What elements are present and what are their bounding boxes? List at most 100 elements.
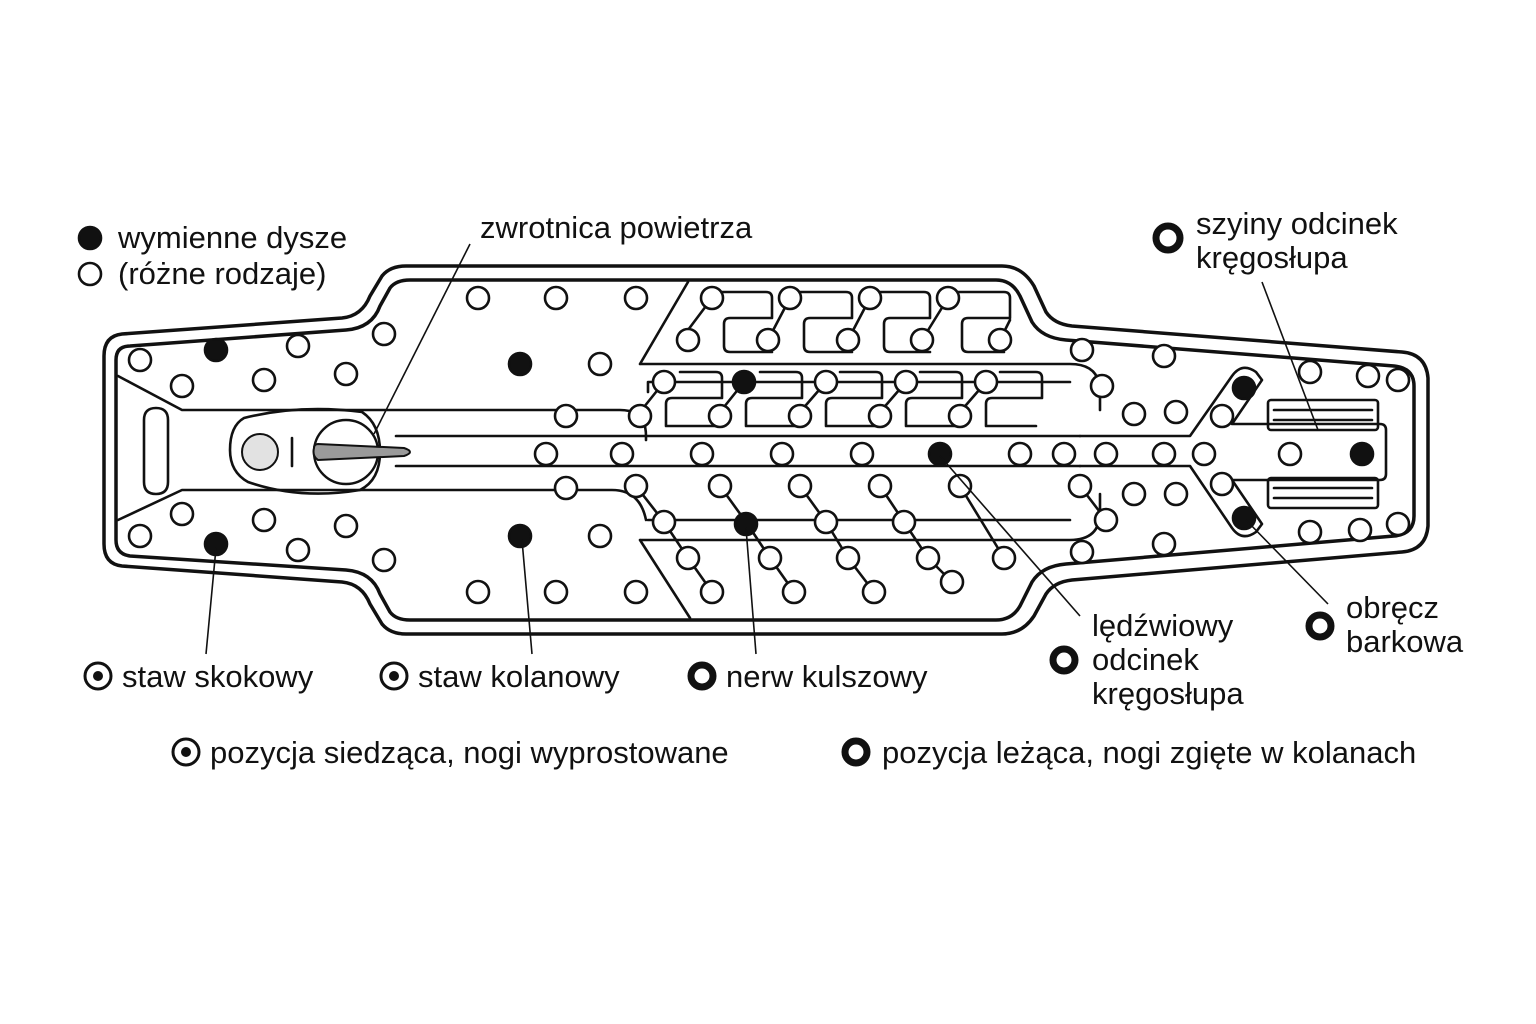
legend-interchangeable-nozzles: wymienne dysze [117, 220, 347, 255]
open-nozzle-icon [623, 579, 649, 605]
diverter-knob-left[interactable] [241, 433, 279, 471]
label-sciatic: nerw kulszowy [726, 659, 928, 694]
air-diverter[interactable] [228, 407, 411, 495]
diverter-housing [228, 407, 382, 495]
open-nozzle-icon [675, 545, 701, 571]
mat-body [102, 264, 1430, 636]
open-nozzle-icon [1151, 343, 1177, 369]
open-nozzle-icon [251, 507, 277, 533]
open-nozzle-icon [755, 327, 781, 353]
label-shoulder-1: obręcz [1346, 590, 1439, 625]
open-nozzle-icon [707, 403, 733, 429]
open-nozzle-icon [699, 285, 725, 311]
leader-knee [521, 539, 533, 655]
lower-diagonal-channel [638, 492, 1102, 620]
open-nozzle-icon [127, 347, 153, 373]
open-nozzle-icon [867, 473, 893, 499]
diverter-handle-icon[interactable] [312, 442, 411, 462]
interchangeable-nozzle-icon [507, 523, 533, 549]
open-nozzle-icon [609, 441, 635, 467]
labels: wymienne dysze (różne rodzaje) zwrotnica… [77, 206, 1464, 770]
serpentine-tube [710, 290, 774, 354]
open-nozzle-icon [651, 509, 677, 535]
leader-lumbar [939, 455, 1081, 617]
open-nozzle-icon [1385, 511, 1411, 537]
open-nozzle-icon [169, 501, 195, 527]
upper-diagonal-channel [638, 280, 1102, 412]
sitting-position-dot [181, 747, 191, 757]
serpentine-tube [946, 290, 1012, 354]
lower-spine-rail [1266, 476, 1380, 510]
open-nozzle-icon [1277, 441, 1303, 467]
open-nozzle-icon [333, 361, 359, 387]
open-nozzle-icon [935, 285, 961, 311]
open-nozzle-icon [1209, 471, 1235, 497]
open-nozzle-icon [553, 403, 579, 429]
open-nozzle-icon [1069, 539, 1095, 565]
open-nozzle-icon [777, 285, 803, 311]
open-nozzle-icon [371, 321, 397, 347]
open-nozzle-icon [169, 373, 195, 399]
open-nozzle-icon [689, 441, 715, 467]
lumbar-marker-icon [1049, 645, 1079, 675]
open-nozzle-icon [991, 545, 1017, 571]
open-nozzle-icon [1191, 441, 1217, 467]
chain-link [686, 296, 1012, 342]
air-channels [116, 280, 1388, 620]
open-nozzle-icon [1347, 517, 1373, 543]
legend-sitting-position: pozycja siedząca, nogi wyprostowane [210, 735, 729, 770]
label-lumbar-2: odcinek [1092, 642, 1199, 677]
open-nozzle-icon [1069, 337, 1095, 363]
open-nozzle-icon [623, 285, 649, 311]
ankle-marker-dot [93, 671, 103, 681]
serpentine-tube [744, 370, 804, 428]
left-handle-slot [142, 406, 170, 496]
label-knee: staw kolanowy [418, 659, 620, 694]
open-nozzle-icon [543, 285, 569, 311]
open-nozzle-icon [813, 509, 839, 535]
open-nozzle-icon [835, 545, 861, 571]
open-nozzle-icon [867, 403, 893, 429]
open-nozzle-icon [707, 473, 733, 499]
open-nozzle-icon [1209, 403, 1235, 429]
serpentine-tube [824, 370, 884, 428]
open-nozzle-icon [973, 369, 999, 395]
open-nozzle-icon [465, 579, 491, 605]
open-nozzle-icon [1151, 531, 1177, 557]
open-nozzle-icon [757, 545, 783, 571]
open-nozzle-icon [627, 403, 653, 429]
open-nozzle-icon [333, 513, 359, 539]
open-nozzle-icon [987, 327, 1013, 353]
knee-marker-dot [389, 671, 399, 681]
open-nozzle-icon [835, 327, 861, 353]
interchangeable-nozzle-icon [731, 369, 757, 395]
legend-lying-position: pozycja leżąca, nogi zgięte w kolanach [882, 735, 1416, 770]
open-nozzle-icon [1151, 441, 1177, 467]
open-nozzle-icon [1121, 401, 1147, 427]
open-nozzle-icon [1385, 367, 1411, 393]
open-nozzle-icon [1163, 399, 1189, 425]
sciatic-marker-icon [687, 661, 717, 691]
label-ankle: staw skokowy [122, 659, 314, 694]
open-nozzle-icon [915, 545, 941, 571]
spine-rails-marker-icon [1152, 222, 1184, 254]
label-spine-rails-2: kręgosłupa [1196, 240, 1348, 275]
interchangeable-nozzle-icon [1349, 441, 1375, 467]
nozzles [127, 285, 1411, 605]
open-nozzle-icon [285, 537, 311, 563]
mat-inner-outline [114, 278, 1416, 622]
upper-serpentine-row-1 [710, 290, 1012, 354]
legend-filled-circle-icon [77, 225, 103, 251]
open-nozzle-icon [1093, 507, 1119, 533]
open-nozzle-icon [787, 473, 813, 499]
lying-position-icon [841, 737, 871, 767]
legend-open-circle-icon [77, 261, 103, 287]
interchangeable-nozzle-icon [507, 351, 533, 377]
chain-link [878, 484, 954, 584]
open-nozzle-icon [861, 579, 887, 605]
label-lumbar-3: kręgosłupa [1092, 676, 1244, 711]
open-nozzle-icon [909, 327, 935, 353]
open-nozzle-icon [947, 473, 973, 499]
open-nozzle-icon [699, 579, 725, 605]
